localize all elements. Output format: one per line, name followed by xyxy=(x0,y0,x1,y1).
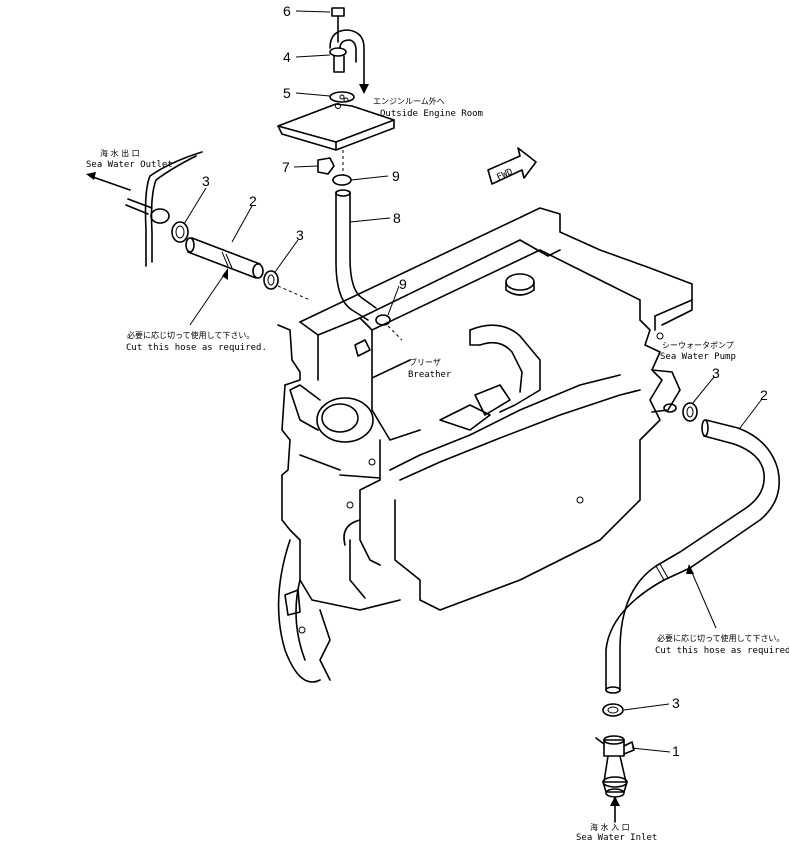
forward-arrow-icon: FWD xyxy=(487,147,537,185)
callout-3-pump: 3 xyxy=(712,365,720,381)
cut-hose-note-right-jp: 必要に応じ切って使用して下さい。 xyxy=(657,633,784,643)
engine-assembly xyxy=(277,207,693,683)
cut-hose-note-top-jp: 必要に応じ切って使用して下さい。 xyxy=(127,330,254,340)
sea-water-outlet-jp: 海 水 出 口 xyxy=(100,148,140,158)
callout-7: 7 xyxy=(282,159,290,175)
callout-3-inlet: 3 xyxy=(672,695,680,711)
callout-4: 4 xyxy=(283,49,291,65)
callout-9-top: 9 xyxy=(392,168,400,184)
cut-hose-note-right-en: Cut this hose as required. xyxy=(655,646,789,656)
sea-water-inlet-jp: 海 水 入 口 xyxy=(590,822,630,832)
outside-arrow xyxy=(359,61,369,94)
callout-5: 5 xyxy=(283,85,291,101)
breather-en: Breather xyxy=(408,370,452,380)
callout-3-outlet-b: 3 xyxy=(296,227,304,243)
callout-9-lower: 9 xyxy=(399,276,407,292)
text-labels: エンジンルーム外へ Outside Engine Room 海 水 出 口 Se… xyxy=(86,96,789,842)
callout-3-outlet-a: 3 xyxy=(202,173,210,189)
sea-water-pump-en: Sea Water Pump xyxy=(660,352,736,362)
callout-2-outlet: 2 xyxy=(249,193,257,209)
inlet-hose-assembly xyxy=(595,402,780,823)
outside-engine-room-en: Outside Engine Room xyxy=(380,109,483,119)
callout-leaders xyxy=(183,10,763,753)
callout-8: 8 xyxy=(393,210,401,226)
breather-jp: ブリーザ xyxy=(409,357,441,367)
callout-1: 1 xyxy=(672,743,680,759)
sea-water-inlet-en: Sea Water Inlet xyxy=(576,833,657,842)
callout-6: 6 xyxy=(283,3,291,19)
outside-engine-room-jp: エンジンルーム外へ xyxy=(373,96,445,106)
callout-numbers: 6 4 5 7 9 8 9 3 2 3 3 2 3 1 xyxy=(202,3,768,759)
callout-2-inlet: 2 xyxy=(760,387,768,403)
cut-hose-note-top-en: Cut this hose as required. xyxy=(126,343,267,353)
outlet-elbow-assembly xyxy=(277,7,403,341)
sea-water-pump-jp: シーウォータポンプ xyxy=(662,341,734,350)
outlet-hose-assembly xyxy=(86,151,311,301)
fwd-label: FWD xyxy=(495,167,514,183)
sea-water-outlet-en: Sea Water Outlet xyxy=(86,160,173,170)
